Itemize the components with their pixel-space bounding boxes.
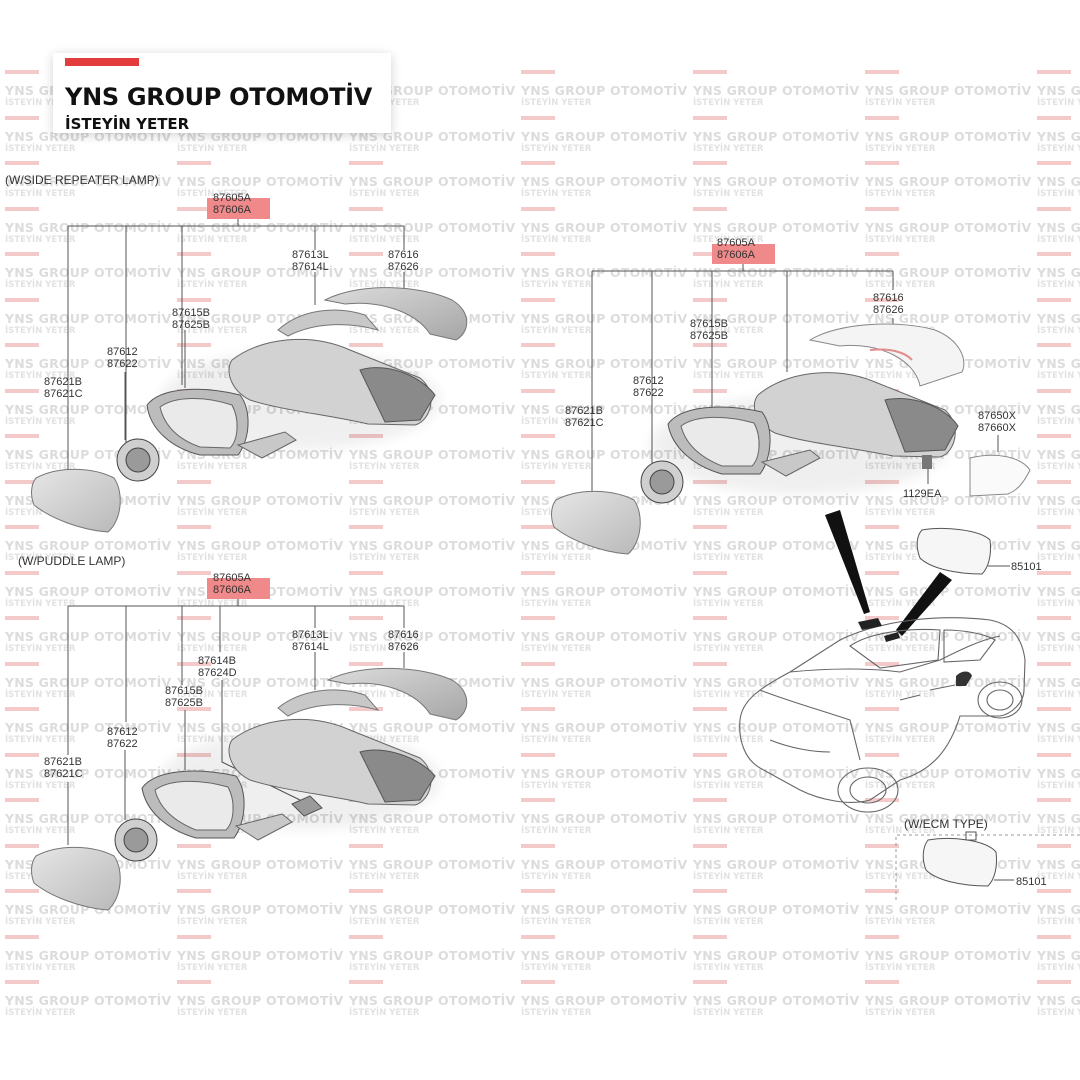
inside-mirror-ecm bbox=[922, 831, 1014, 887]
mirror-parts-puddle bbox=[31, 667, 468, 911]
label-actuator-a-puddle: 87612 bbox=[107, 726, 138, 738]
label-inside-mirror-ecm: 85101 bbox=[1016, 876, 1047, 888]
label-assembly-a-side-repeater: 87605A bbox=[213, 192, 252, 204]
section-title-side-repeater: (W/SIDE REPEATER LAMP) bbox=[5, 173, 159, 187]
label-actuator-b-standard: 87622 bbox=[633, 387, 664, 399]
label-lamp-b-puddle: 87624D bbox=[198, 667, 237, 679]
label-housing-b-puddle: 87625B bbox=[165, 697, 203, 709]
pointer-wedge-outside-mirror bbox=[825, 510, 870, 614]
label-housing-a-side-repeater: 87615B bbox=[172, 307, 210, 319]
label-cover-a-side-repeater: 87613L bbox=[292, 249, 329, 261]
label-glass-b-puddle: 87621C bbox=[44, 768, 83, 780]
label-clip-standard: 1129EA bbox=[903, 488, 942, 500]
label-assembly-a-standard: 87605A bbox=[717, 237, 756, 249]
label-glass-a-side-repeater: 87621B bbox=[44, 376, 82, 388]
label-actuator-b-side-repeater: 87622 bbox=[107, 358, 138, 370]
label-actuator-b-puddle: 87622 bbox=[107, 738, 138, 750]
pointer-wedge-inside-mirror bbox=[896, 572, 952, 636]
label-glass-a-puddle: 87621B bbox=[44, 756, 82, 768]
car-side-mirror-shape bbox=[956, 671, 972, 686]
label-actuator-a-standard: 87612 bbox=[633, 375, 664, 387]
label-scalp-a-puddle: 87616 bbox=[388, 629, 419, 641]
brand-slogan: İSTEYİN YETER bbox=[65, 115, 190, 133]
label-cover-a-puddle: 87613L bbox=[292, 629, 329, 641]
section-title-ecm: (W/ECM TYPE) bbox=[904, 817, 988, 831]
mirror-parts-side-repeater bbox=[31, 287, 468, 533]
section-title-puddle: (W/PUDDLE LAMP) bbox=[18, 554, 125, 568]
label-scalp-a-side-repeater: 87616 bbox=[388, 249, 419, 261]
assembly-highlight-puddle bbox=[207, 578, 270, 599]
car-mirror-highlight bbox=[858, 618, 882, 630]
brand-logo: YNS GROUP OTOMOTİV İSTEYİN YETER bbox=[53, 53, 391, 133]
mirror-parts-standard bbox=[551, 323, 1031, 555]
car-inside-mirror-highlight bbox=[884, 632, 900, 642]
label-scalp-b-puddle: 87626 bbox=[388, 641, 419, 653]
assembly-highlight-standard bbox=[712, 244, 775, 264]
assembly-highlight-side-repeater bbox=[207, 198, 270, 219]
label-cover-a-standard: 87650X bbox=[978, 410, 1017, 422]
brand-name: YNS GROUP OTOMOTİV bbox=[65, 83, 373, 111]
leader-lines-side-repeater bbox=[67, 219, 405, 470]
label-assembly-b-standard: 87606A bbox=[717, 249, 756, 261]
ecm-dashed-frame bbox=[895, 834, 1080, 900]
label-assembly-b-side-repeater: 87606A bbox=[213, 204, 252, 216]
label-actuator-a-side-repeater: 87612 bbox=[107, 346, 138, 358]
label-housing-a-puddle: 87615B bbox=[165, 685, 203, 697]
label-inside-mirror-standard: 85101 bbox=[1011, 561, 1042, 573]
inside-mirror-standard bbox=[916, 527, 1010, 575]
label-glass-b-side-repeater: 87621C bbox=[44, 388, 83, 400]
label-housing-b-side-repeater: 87625B bbox=[172, 319, 210, 331]
label-cover-b-side-repeater: 87614L bbox=[292, 261, 329, 273]
label-housing-a-standard: 87615B bbox=[690, 318, 728, 330]
label-lamp-a-puddle: 87614B bbox=[198, 655, 236, 667]
label-cover-b-puddle: 87614L bbox=[292, 641, 329, 653]
label-housing-b-standard: 87625B bbox=[690, 330, 728, 342]
label-scalp-a-standard: 87616 bbox=[873, 292, 904, 304]
brand-accent-bar bbox=[65, 58, 139, 66]
car-outline bbox=[739, 617, 1026, 813]
label-assembly-b-puddle: 87606A bbox=[213, 584, 252, 596]
label-cover-b-standard: 87660X bbox=[978, 422, 1017, 434]
label-scalp-b-standard: 87626 bbox=[873, 304, 904, 316]
label-glass-a-standard: 87621B bbox=[565, 405, 603, 417]
label-scalp-b-side-repeater: 87626 bbox=[388, 261, 419, 273]
label-glass-b-standard: 87621C bbox=[565, 417, 604, 429]
label-assembly-a-puddle: 87605A bbox=[213, 572, 252, 584]
